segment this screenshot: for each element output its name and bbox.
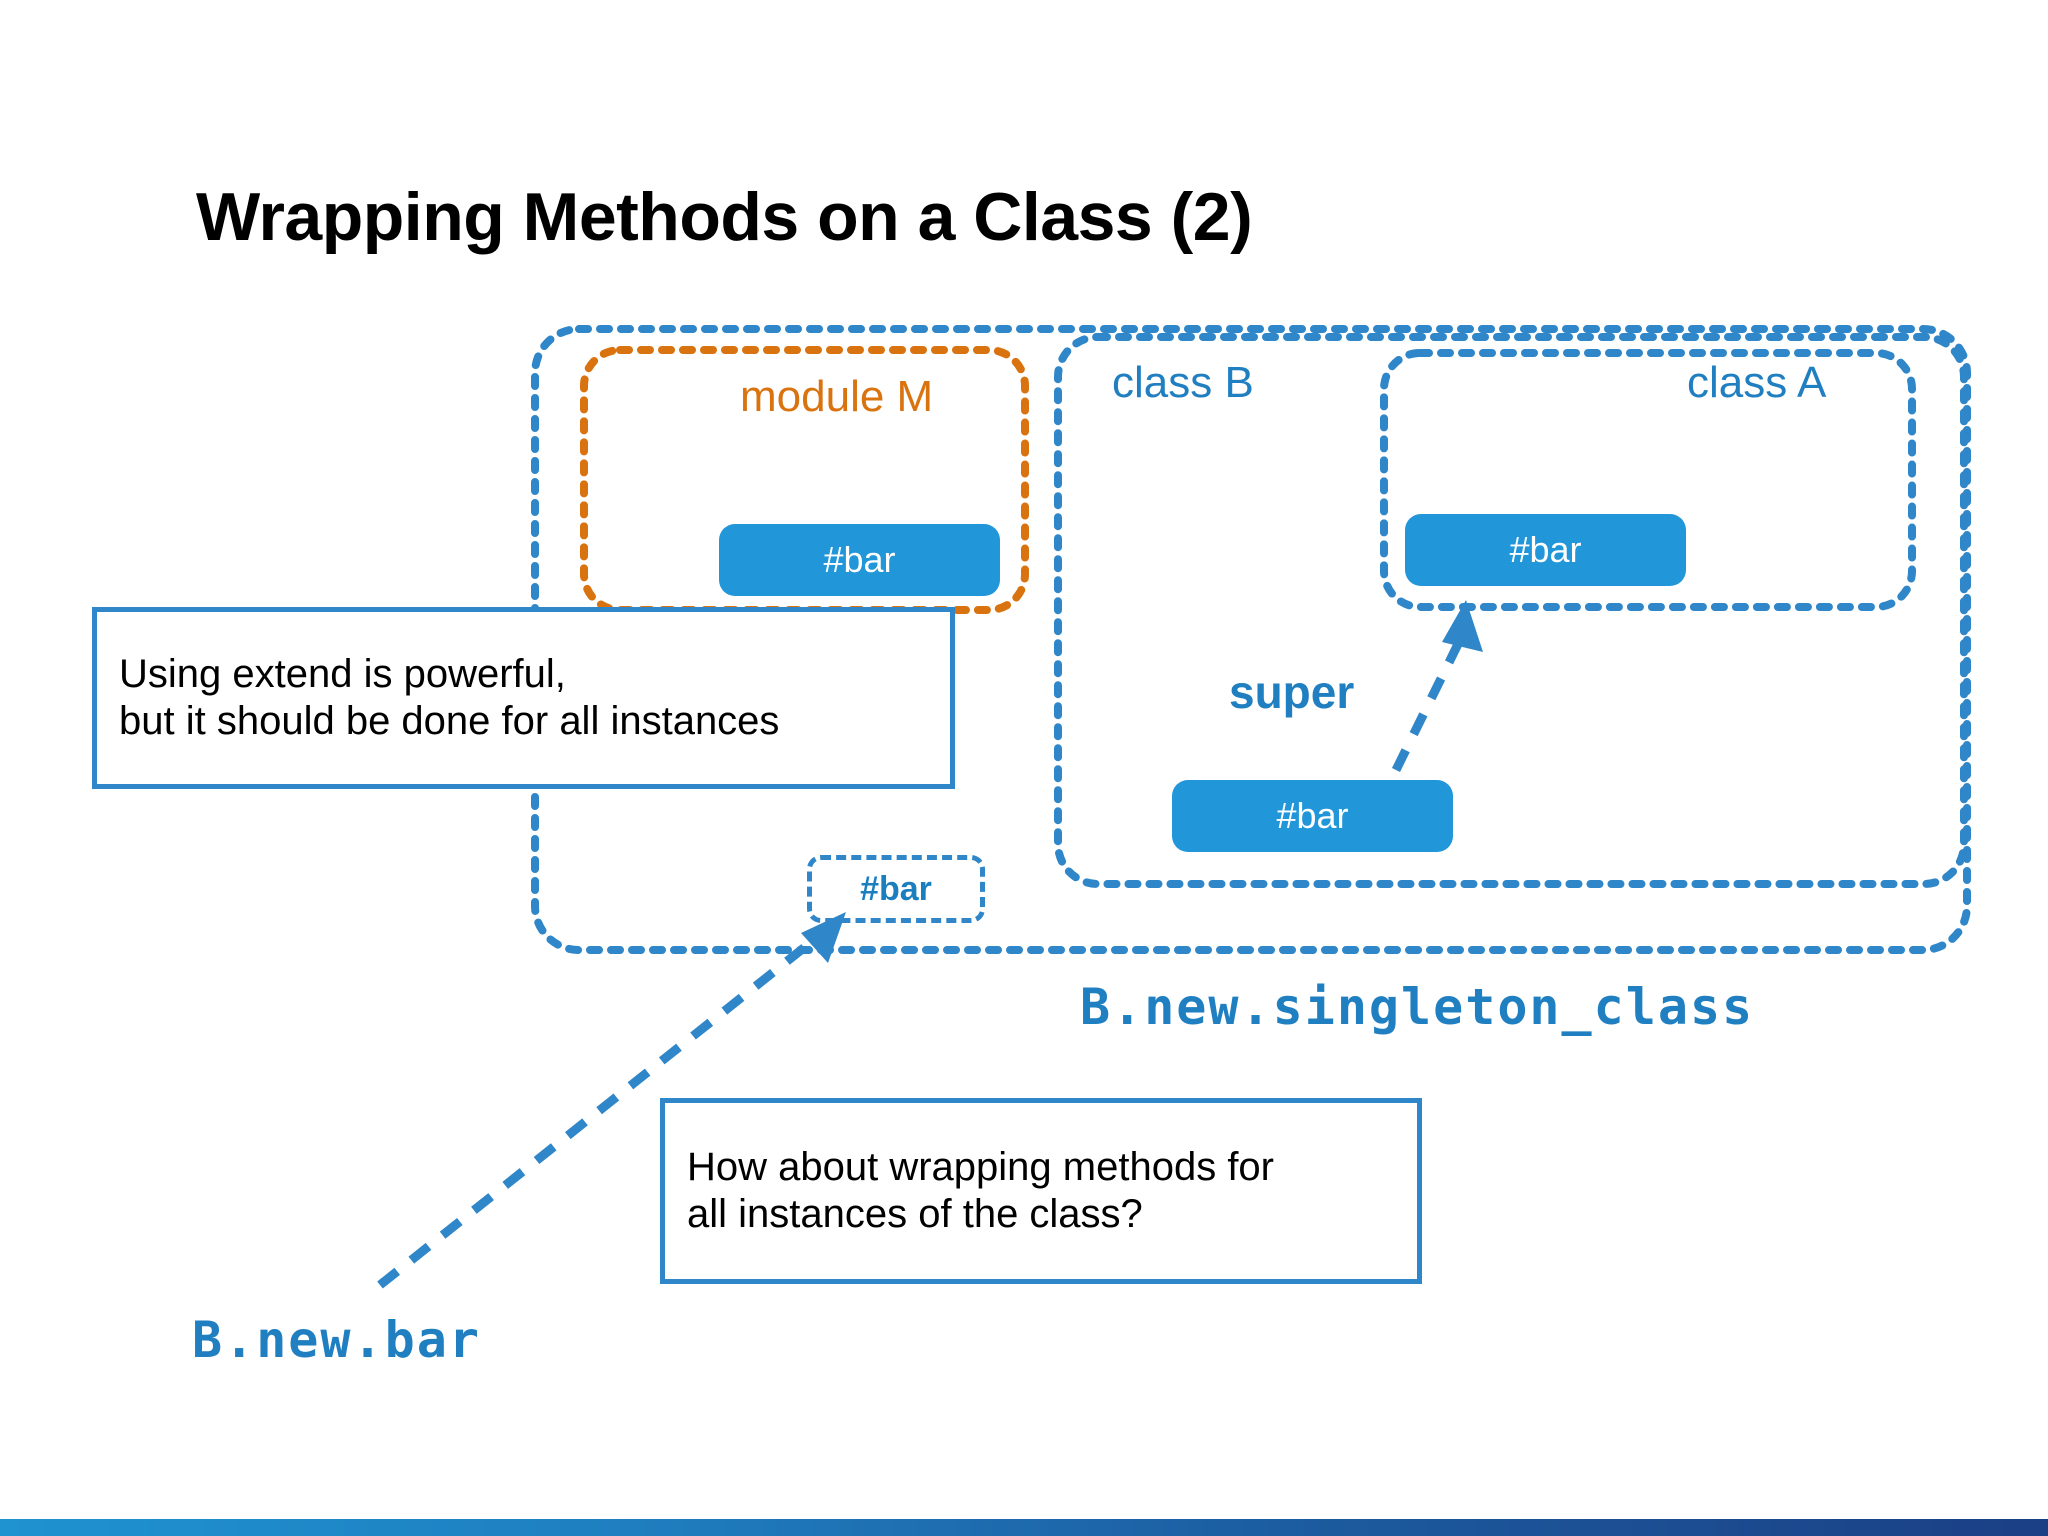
singleton-bar-method: #bar [807, 855, 985, 923]
callout-wrapping: How about wrapping methods for all insta… [660, 1098, 1422, 1284]
callout-wrapping-line-2: all instances of the class? [687, 1192, 1143, 1236]
singleton-class-code-label: B.new.singleton_class [1080, 978, 1755, 1036]
class-a-label: class A [1687, 358, 1827, 407]
callout-wrapping-line-1: How about wrapping methods for [687, 1144, 1274, 1189]
callout-extend-line-1: Using extend is powerful, [119, 651, 566, 696]
super-arrow [1391, 600, 1483, 772]
callout-extend: Using extend is powerful, but it should … [92, 607, 955, 789]
page-title: Wrapping Methods on a Class (2) [196, 179, 1253, 255]
module-m-bar-method: #bar [719, 524, 1000, 596]
class-b-bar-method: #bar [1172, 780, 1453, 852]
new-bar-code-label: B.new.bar [192, 1311, 481, 1369]
class-a-bar-method: #bar [1405, 514, 1686, 586]
class-b-label: class B [1112, 358, 1254, 407]
module-m-label: module M [740, 372, 934, 421]
super-label: super [1229, 666, 1355, 718]
callout-extend-line-2: but it should be done for all instances [119, 699, 780, 743]
footer-gradient-bar [0, 1519, 2048, 1536]
